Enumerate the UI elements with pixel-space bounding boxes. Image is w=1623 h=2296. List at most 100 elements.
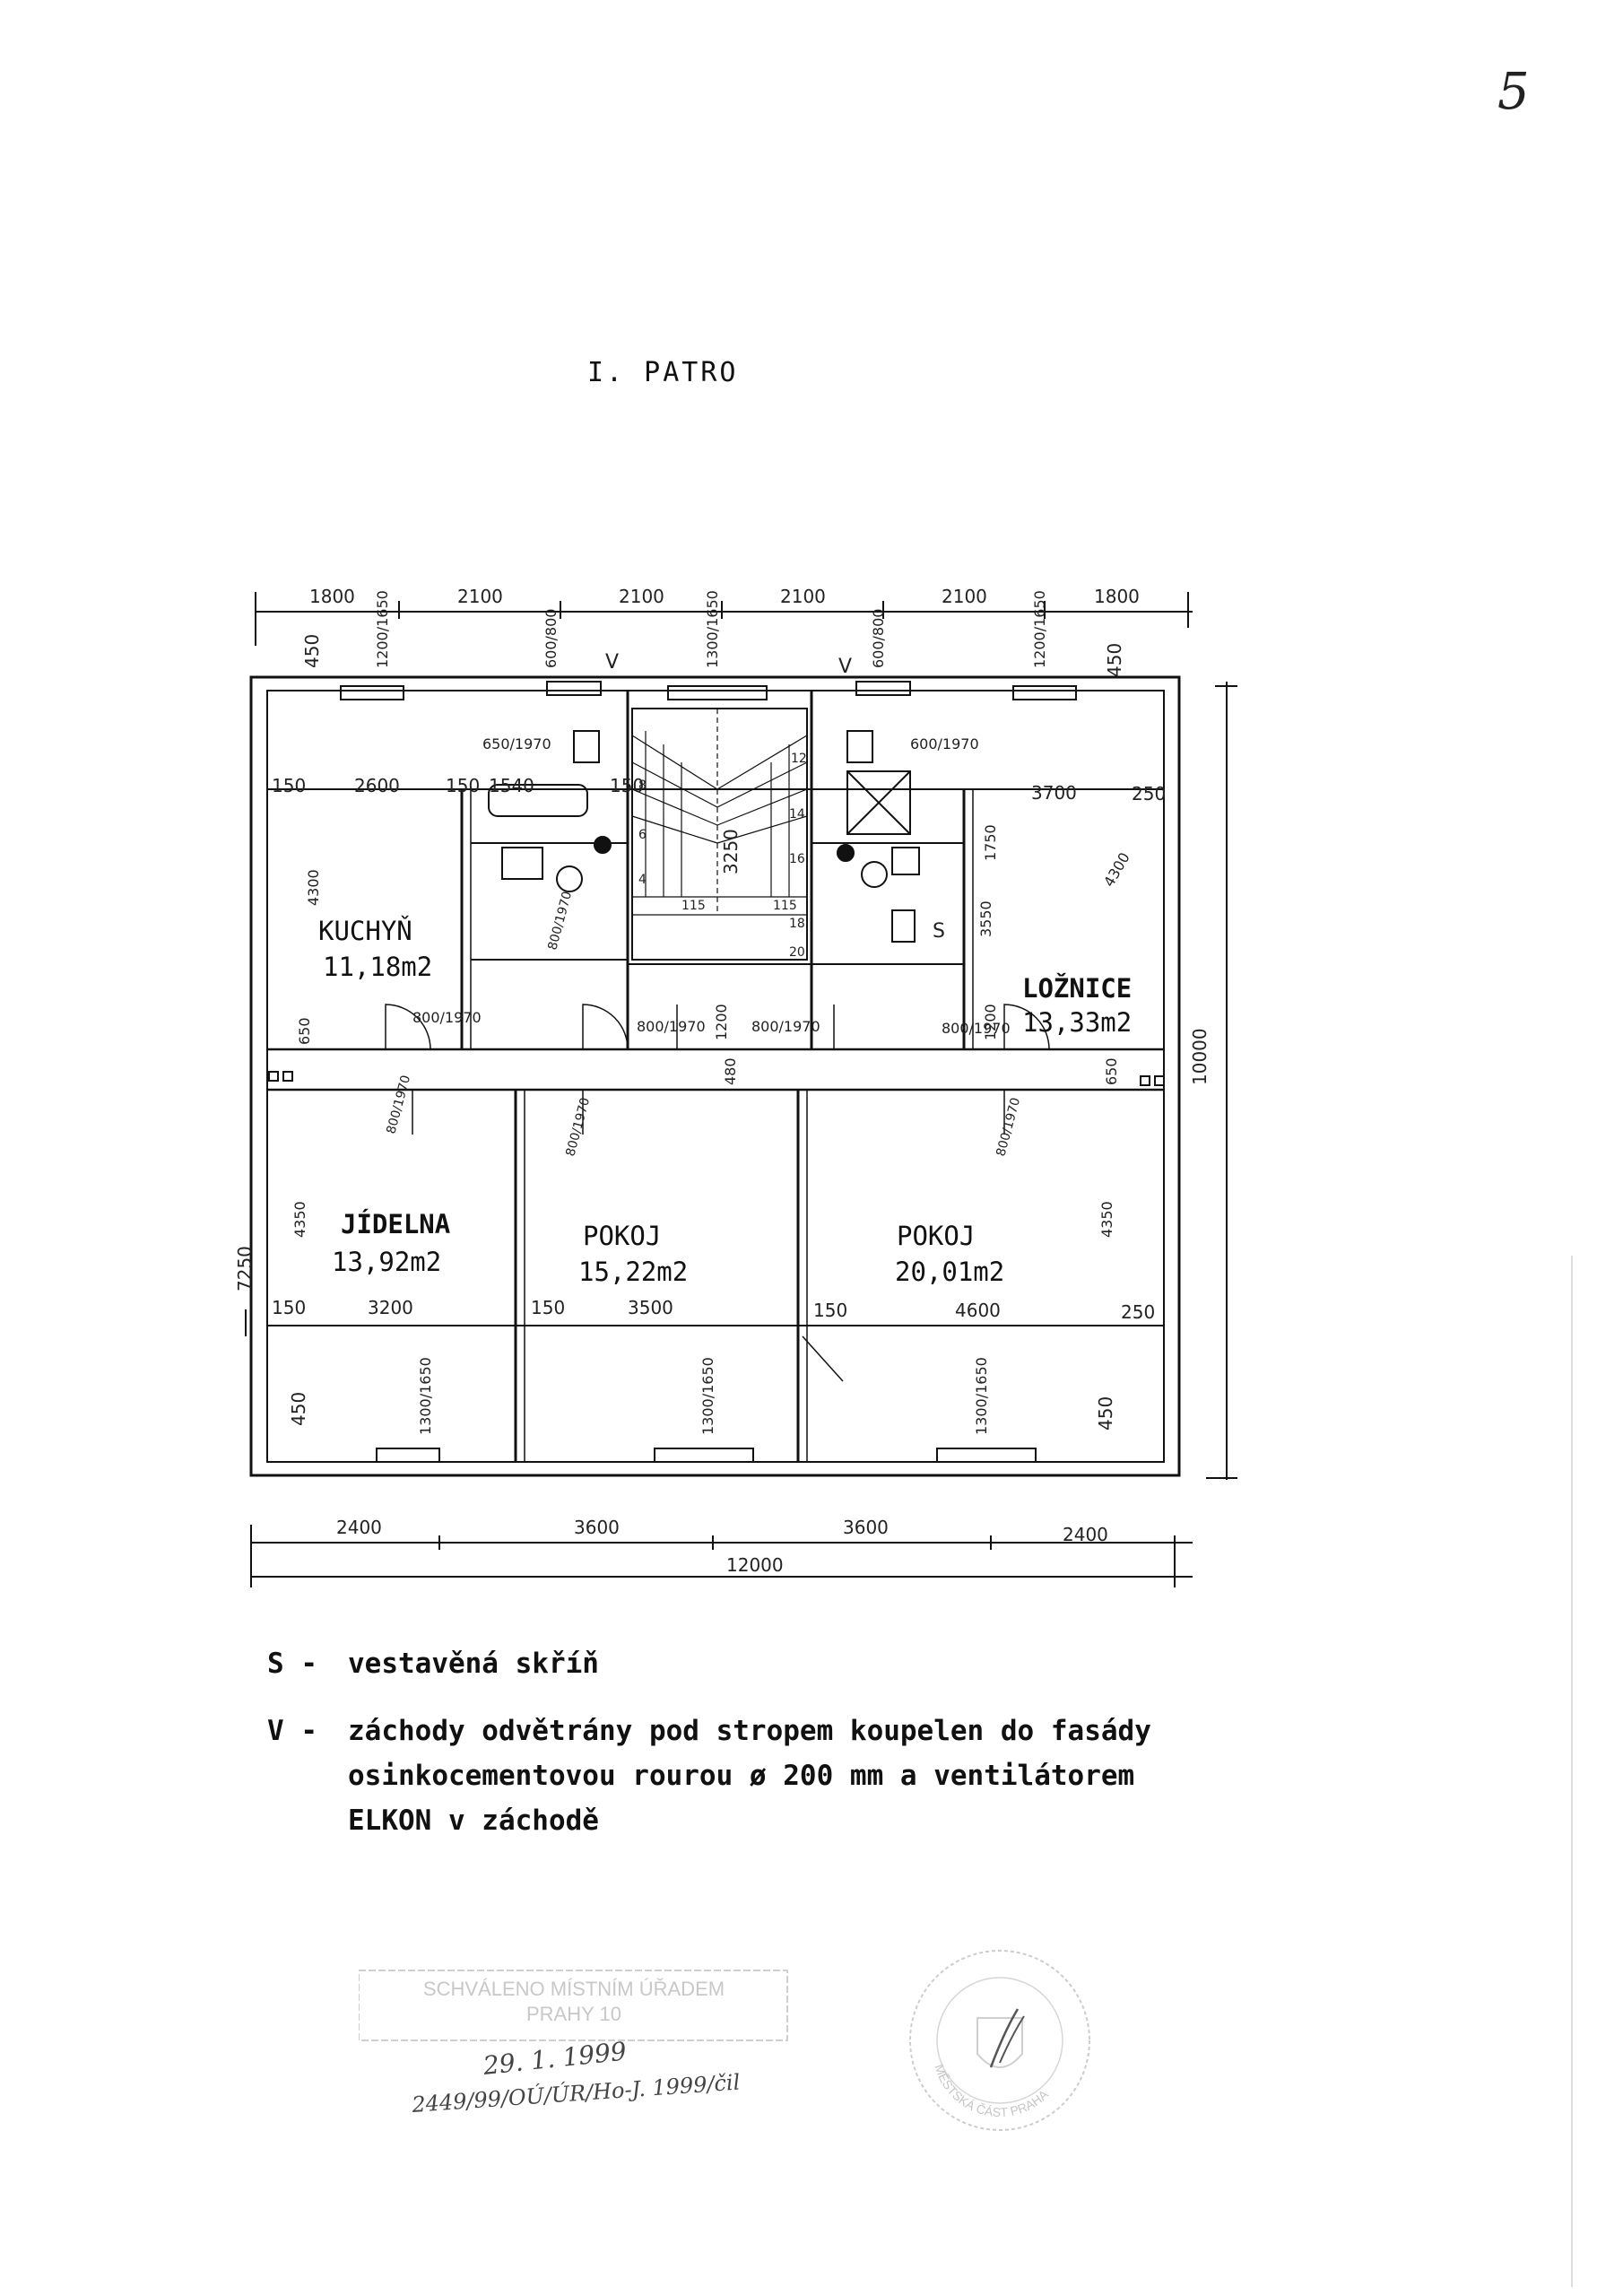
dim-bottom-4: 2400 bbox=[1063, 1524, 1108, 1545]
legend-v: V - záchody odvětrány pod stropem koupele… bbox=[267, 1709, 1151, 1843]
dim-top-4: 2100 bbox=[780, 586, 826, 607]
dim-kuchyn-width: 2600 bbox=[354, 775, 400, 796]
dim-jidelna-width: 3200 bbox=[368, 1297, 413, 1318]
dim-bottom-total: 12000 bbox=[726, 1554, 784, 1576]
height-mark-8: 1200 bbox=[982, 1004, 999, 1040]
dim-top-5: 2100 bbox=[942, 586, 987, 607]
dim-bath-1540: 1540 bbox=[489, 775, 534, 796]
stamp-line-1: SCHVÁLENO MÍSTNÍM ÚŘADEM bbox=[423, 1978, 725, 2000]
room-area-kuchyn: 11,18m2 bbox=[323, 952, 432, 982]
sink-wc-left bbox=[573, 730, 600, 763]
window-mark-3: 1300/1650 bbox=[704, 590, 721, 668]
vent-duct-right bbox=[837, 844, 855, 862]
dim-stair-115b: 115 bbox=[773, 899, 797, 913]
dim-right-total: 10000 bbox=[1189, 1028, 1211, 1085]
height-mark-5: 4300 bbox=[1100, 849, 1133, 890]
door-mark-7: 800/1970 bbox=[384, 1074, 413, 1135]
label-s: S bbox=[933, 920, 945, 943]
door-mark-10: 800/1970 bbox=[545, 890, 575, 952]
dim-top-3: 2100 bbox=[619, 586, 664, 607]
legend-key-v: V - bbox=[267, 1715, 318, 1747]
dim-top-2: 2100 bbox=[457, 586, 503, 607]
dim-top-6: 1800 bbox=[1094, 586, 1140, 607]
seal-text: MĚSTSKÁ ČÁST PRAHA bbox=[932, 2062, 1051, 2119]
dim-step-16: 16 bbox=[789, 852, 805, 866]
dim-wall-8: 250 bbox=[1121, 1301, 1155, 1323]
dim-step-14: 14 bbox=[789, 807, 805, 822]
window-mark-1: 1200/1650 bbox=[374, 590, 391, 668]
dim-stair-3250: 3250 bbox=[720, 829, 742, 874]
dim-bottom-1: 2400 bbox=[336, 1517, 382, 1538]
approval-stamp: SCHVÁLENO MÍSTNÍM ÚŘADEM PRAHY 10 29. 1.… bbox=[358, 1969, 789, 2121]
label-v-right: V bbox=[838, 656, 852, 678]
staircase-outline bbox=[631, 708, 808, 961]
window-mark-2: 600/800 bbox=[542, 609, 560, 668]
sink-left bbox=[501, 847, 543, 880]
room-area-pokoj1: 15,22m2 bbox=[578, 1257, 688, 1287]
height-mark-2: 650 bbox=[296, 1017, 313, 1045]
sink-right bbox=[891, 847, 920, 875]
room-name-kuchyn: KUCHYŇ bbox=[318, 916, 412, 946]
dim-bottom-2: 3600 bbox=[574, 1517, 620, 1538]
door-mark-8: 800/1970 bbox=[563, 1096, 593, 1158]
legend-text-v-2: osinkocementovou rourou ø 200 mm a venti… bbox=[348, 1760, 1135, 1792]
dim-wall-3: 150 bbox=[531, 1297, 565, 1318]
dim-wall-10: 450 bbox=[1104, 643, 1125, 677]
window-mark-8: 1300/1650 bbox=[973, 1357, 990, 1435]
toilet-right bbox=[861, 861, 888, 888]
wardrobe-s bbox=[891, 909, 916, 943]
door-mark-4: 800/1970 bbox=[942, 1020, 1011, 1037]
dim-wall-7: 250 bbox=[1132, 783, 1166, 804]
room-name-loznice: LOŽNICE bbox=[1022, 973, 1132, 1004]
toilet-left bbox=[556, 865, 583, 892]
legend-text-v-3: ELKON v záchodě bbox=[348, 1805, 599, 1837]
dim-pokoj2-width: 4600 bbox=[955, 1300, 1001, 1321]
dim-step-12: 12 bbox=[791, 752, 807, 766]
stamp-handwritten-date: 29. 1. 1999 bbox=[481, 2036, 628, 2081]
window-mark-6: 1300/1650 bbox=[417, 1357, 434, 1435]
dim-step-4: 4 bbox=[638, 873, 647, 887]
room-area-pokoj2: 20,01m2 bbox=[895, 1257, 1004, 1287]
dim-wall-4: 150 bbox=[813, 1300, 847, 1321]
dim-650: 650 bbox=[1103, 1057, 1120, 1085]
window-mark-5: 1200/1650 bbox=[1031, 590, 1048, 668]
sink-wc-right bbox=[846, 730, 873, 763]
bathtub-left bbox=[488, 784, 588, 817]
window-mark-7: 1300/1650 bbox=[699, 1357, 716, 1435]
dim-step-20: 20 bbox=[789, 945, 805, 960]
door-mark-5: 650/1970 bbox=[482, 735, 551, 752]
stamp-handwritten-ref: 2449/99/OÚ/ÚR/Ho-J. 1999/čil bbox=[410, 2068, 741, 2118]
vent-duct-left bbox=[594, 836, 612, 854]
scan-edge-line bbox=[1571, 1256, 1573, 2287]
dim-wall-5: 150 bbox=[446, 775, 480, 796]
door-mark-9: 800/1970 bbox=[994, 1096, 1023, 1158]
dim-wall-2: 150 bbox=[272, 1297, 306, 1318]
dim-wall-12: 450 bbox=[1095, 1396, 1116, 1431]
height-mark-4: 4350 bbox=[1098, 1201, 1115, 1238]
dim-left-height: 7250 bbox=[234, 1246, 256, 1292]
shower-right bbox=[846, 770, 911, 835]
dim-top-1: 1800 bbox=[309, 586, 355, 607]
label-v-left: V bbox=[605, 651, 619, 674]
dim-step-18: 18 bbox=[789, 917, 805, 931]
dim-loznice-width: 3700 bbox=[1031, 782, 1077, 804]
legend-text-v-1: záchody odvětrány pod stropem koupelen d… bbox=[348, 1715, 1151, 1747]
room-name-pokoj2: POKOJ bbox=[897, 1221, 975, 1251]
height-mark-1: 4300 bbox=[305, 869, 322, 906]
door-mark-6: 600/1970 bbox=[910, 735, 979, 752]
legend-text-s: vestavěná skříň bbox=[348, 1648, 599, 1680]
legend-s: S -vestavěná skříň bbox=[267, 1641, 599, 1686]
windows bbox=[340, 681, 1077, 1463]
room-area-jidelna: 13,92m2 bbox=[332, 1247, 441, 1277]
door-swings bbox=[385, 1004, 1050, 1382]
plan-title: I. PATRO bbox=[587, 357, 739, 388]
outer-wall-outline bbox=[249, 675, 1181, 1477]
room-name-pokoj1: POKOJ bbox=[583, 1221, 661, 1251]
page-number: 5 bbox=[1497, 63, 1530, 121]
height-mark-9: 1750 bbox=[982, 824, 999, 861]
door-mark-2: 800/1970 bbox=[637, 1018, 706, 1035]
room-area-loznice: 13,33m2 bbox=[1022, 1007, 1132, 1038]
door-mark-3: 800/1970 bbox=[751, 1018, 820, 1035]
dim-stair-115a: 115 bbox=[681, 899, 706, 913]
